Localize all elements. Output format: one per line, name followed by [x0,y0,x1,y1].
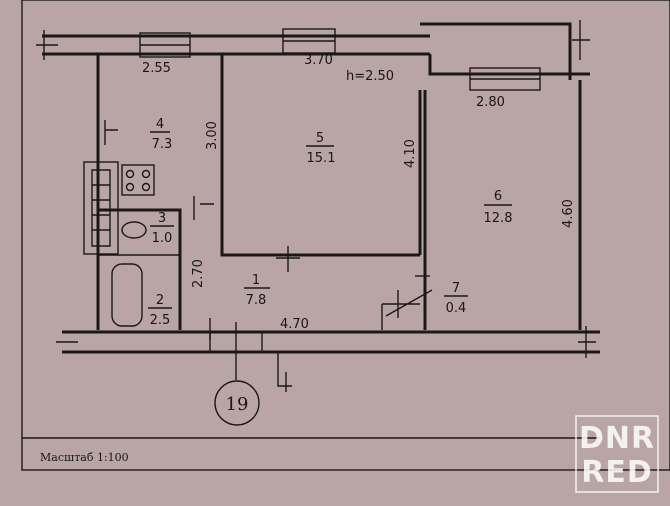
svg-text:0.4: 0.4 [446,301,467,316]
dim-room4-wall: 3.00 [205,121,220,150]
svg-text:12.8: 12.8 [484,211,513,226]
apartment-number: 19 [226,394,249,415]
scale-label: Масштаб 1:100 [40,451,129,464]
svg-text:4: 4 [156,117,164,132]
room-3-label: 3 1.0 [150,211,174,246]
dim-right-top: 2.80 [476,95,505,110]
bottom-exterior-wall [62,330,600,354]
top-exterior-wall [42,34,430,56]
watermark-logo: DNR RED [575,415,659,493]
svg-text:DNR: DNR [579,421,655,456]
svg-text:6: 6 [494,189,502,204]
svg-text:5: 5 [316,131,324,146]
dim-bottom: 4.70 [280,317,309,332]
dim-top-middle: 3.70 [304,53,333,68]
dim-room5-wall: 4.10 [403,139,418,168]
stove-icon [121,164,155,196]
dim-room6-wall: 4.60 [561,199,576,228]
room-6-label: 6 12.8 [484,189,513,226]
entrance-mark [226,322,246,380]
toilet-icon [121,221,147,239]
room-1-label: 1 7.8 [244,273,270,308]
closet7-door [381,289,433,330]
room5-door [276,246,300,272]
svg-text:RED: RED [581,455,653,490]
ventilation-shaft [83,161,119,255]
wc-walls [98,208,182,330]
svg-text:1.0: 1.0 [152,231,173,246]
wc-door [193,196,214,220]
entrance-arrow [277,352,292,392]
svg-text:2.5: 2.5 [150,313,171,328]
svg-text:2: 2 [156,293,164,308]
room-7-label: 7 0.4 [444,281,468,316]
ceiling-height: h=2.50 [346,69,394,84]
right-top-wall [420,22,590,80]
room5-walls [220,54,422,257]
svg-text:1: 1 [252,273,260,288]
room4-door [104,120,118,145]
svg-text:7: 7 [452,281,460,296]
dim-top-left: 2.55 [142,61,171,76]
room6-walls [423,80,582,330]
svg-text:7.3: 7.3 [152,137,173,152]
bathtub-icon [111,263,143,327]
wall-axis-mark-left [36,30,58,60]
svg-text:7.8: 7.8 [246,293,267,308]
svg-text:3: 3 [158,211,166,226]
sheet-frame [21,0,670,471]
bottom-axis-marks [56,326,596,358]
shaft-grid [91,169,111,247]
svg-text:15.1: 15.1 [307,151,336,166]
dim-corridor-wall: 2.70 [191,259,206,288]
room-5-label: 5 15.1 [306,131,335,166]
room-4-label: 4 7.3 [150,117,172,152]
room-2-label: 2 2.5 [148,293,172,328]
wall-axis-mark-right [572,20,590,60]
apartment-number-circle [214,380,260,426]
